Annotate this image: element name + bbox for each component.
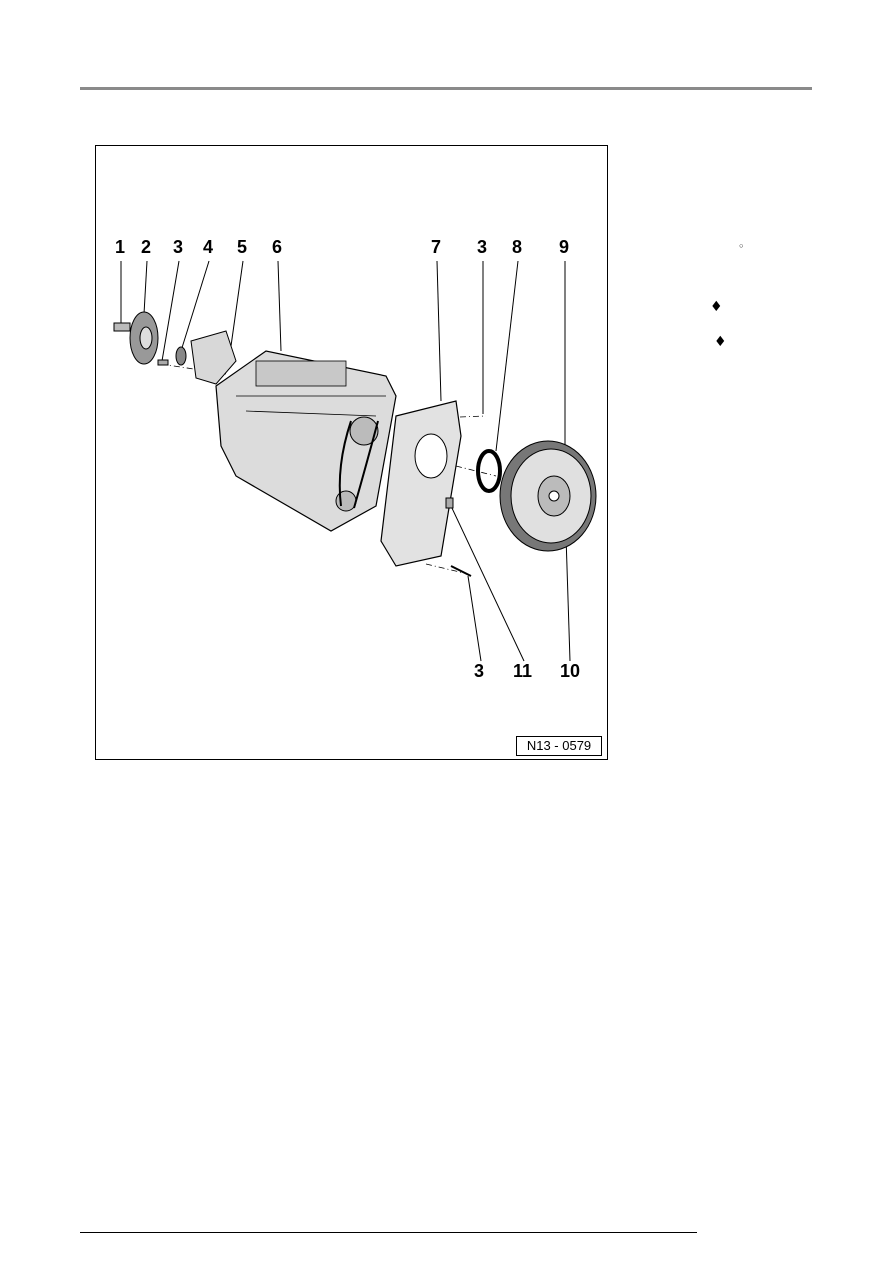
callout-3-top-right: 3 (477, 237, 488, 257)
bullet-diamond-marker-1: ♦ (710, 299, 723, 315)
callout-10: 10 (560, 661, 581, 681)
bullet-diamond-marker-2: ♦ (714, 334, 727, 350)
footer-rule (80, 1232, 697, 1233)
figure-code-label: N13 - 0579 (516, 736, 602, 756)
callout-9: 9 (559, 237, 570, 257)
callout-6: 6 (272, 237, 283, 257)
engine-block-illustration (113, 260, 597, 662)
callout-5: 5 (237, 237, 248, 257)
callout-2: 2 (141, 237, 152, 257)
header-rule (80, 87, 812, 90)
exploded-view-figure: 1 2 3 4 5 6 7 3 8 9 3 11 10 N13 - 0579 (95, 145, 608, 760)
bullet-circle-marker: ◦ (738, 240, 745, 253)
callout-3-top-left: 3 (173, 237, 184, 257)
callout-4: 4 (203, 237, 214, 257)
callout-8: 8 (512, 237, 523, 257)
callout-1: 1 (115, 237, 126, 257)
callout-3-bottom: 3 (474, 661, 485, 681)
callout-11: 11 (513, 661, 533, 681)
callout-7: 7 (431, 237, 442, 257)
